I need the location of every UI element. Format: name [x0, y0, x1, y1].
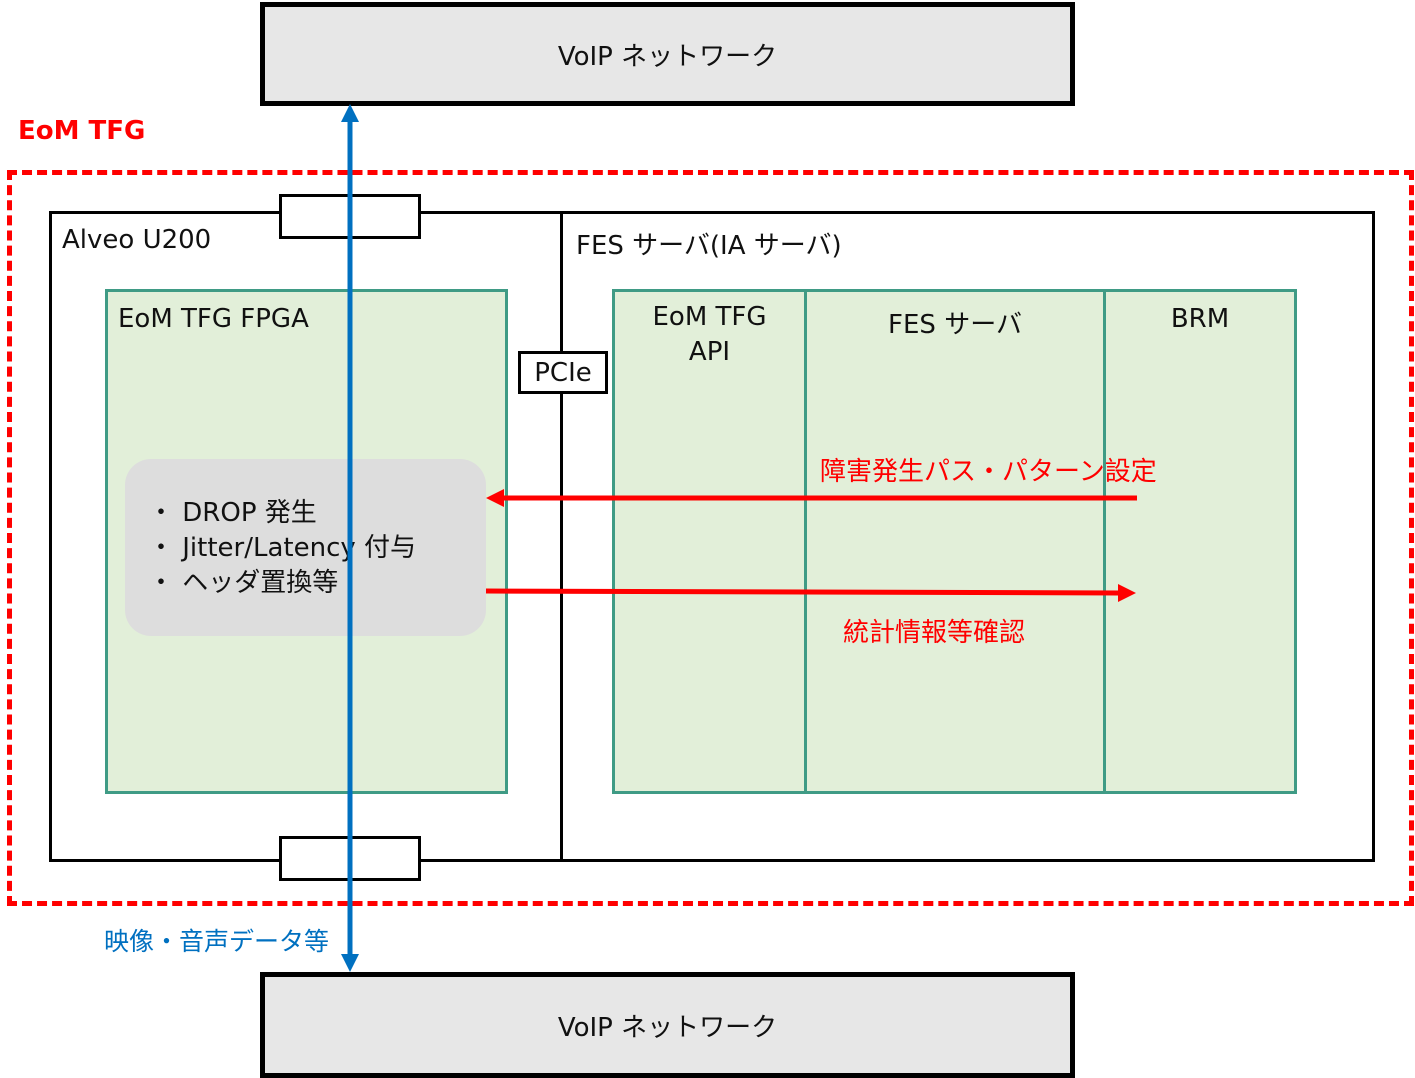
voip-network-bottom: VoIP ネットワーク: [260, 972, 1075, 1078]
stats-arrow-line: [485, 588, 1120, 596]
function-item-drop: ・ DROP 発生: [148, 498, 317, 528]
voip-network-top-label: VoIP ネットワーク: [557, 41, 778, 72]
fes-server-column: [804, 289, 1106, 794]
data-flow-arrowhead-up: [341, 104, 359, 122]
setting-arrow-label: 障害発生パス・パターン設定: [820, 457, 1157, 487]
brm-column: [1103, 289, 1297, 794]
data-arrow-label: 映像・音声データ等: [104, 927, 330, 956]
pcie-label: PCIe: [534, 357, 592, 388]
pcie-box: PCIe: [518, 351, 608, 394]
eom-tfg-label: EoM TFG: [18, 116, 146, 146]
voip-network-top: VoIP ネットワーク: [260, 2, 1075, 106]
data-flow-arrowhead-down: [341, 954, 359, 972]
voip-network-bottom-label: VoIP ネットワーク: [557, 1012, 778, 1043]
eom-tfg-boundary: [7, 170, 1414, 906]
api-column: [612, 289, 807, 794]
function-box: [125, 459, 486, 636]
alveo-title: Alveo U200: [62, 225, 212, 255]
api-label: EoM TFG API: [612, 300, 807, 370]
function-item-header: ・ ヘッダ置換等: [148, 568, 339, 598]
fes-title: FES サーバ(IA サーバ): [576, 231, 842, 261]
stats-arrow-head: [1118, 584, 1136, 602]
stats-arrow-label: 統計情報等確認: [843, 618, 1026, 648]
function-list: ・ DROP 発生 ・ Jitter/Latency 付与 ・ ヘッダ置換等: [148, 496, 416, 601]
setting-arrow-head: [486, 489, 504, 507]
fes-server-label: FES サーバ: [888, 310, 1022, 340]
api-label-line2: API: [688, 337, 731, 367]
brm-label: BRM: [1170, 304, 1230, 334]
api-label-line1: EoM TFG: [652, 302, 767, 332]
function-item-jitter: ・ Jitter/Latency 付与: [148, 533, 417, 563]
fpga-title: EoM TFG FPGA: [118, 304, 309, 334]
